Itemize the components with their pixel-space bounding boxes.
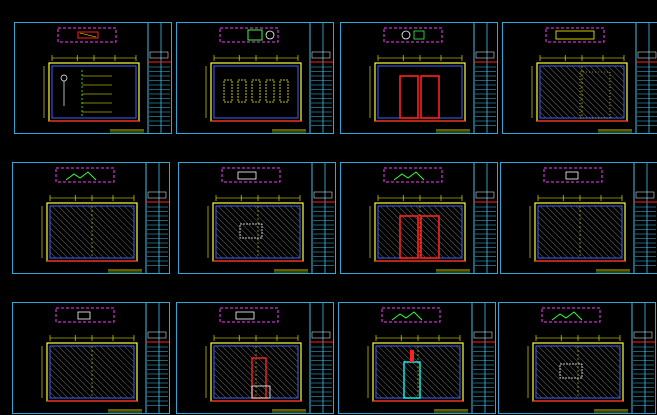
elevation-view [532, 342, 624, 402]
drawing-sheet-3-3 [338, 302, 496, 414]
elevation-view [372, 342, 464, 402]
elevation-view [210, 62, 302, 122]
plan-view [219, 307, 279, 323]
dimension-lines [205, 335, 299, 398]
dimension-lines [43, 55, 137, 118]
plan-view [219, 27, 279, 43]
drawing-sheet-2-1 [12, 162, 170, 274]
plan-view [57, 27, 117, 43]
drawing-sheet-2-4 [500, 162, 657, 274]
sheet-border [176, 302, 334, 414]
elevation-view [374, 202, 466, 262]
plan-view [383, 167, 443, 183]
dimension-lines [369, 55, 463, 118]
plan-view [381, 307, 441, 323]
plan-view [543, 167, 603, 183]
human-figure-icon [60, 74, 68, 82]
wall-hatch [375, 345, 461, 399]
dimension-lines [41, 335, 135, 398]
drawing-sheet-3-4 [498, 302, 656, 414]
sheet-border [12, 162, 170, 274]
dimension-lines [205, 55, 299, 118]
dimension-lines [369, 195, 463, 258]
elevation-view [48, 62, 140, 122]
drawing-sheet-2-2 [178, 162, 336, 274]
sheet-border [12, 302, 170, 414]
sheet-border [498, 302, 656, 414]
dimension-lines [527, 335, 621, 398]
sheet-border [340, 22, 498, 134]
drawing-sheet-3-2 [176, 302, 334, 414]
plan-view [541, 307, 601, 323]
door [399, 215, 419, 259]
wall-hatch [215, 205, 301, 259]
elevation-view [46, 342, 138, 402]
elevation-view [536, 62, 628, 122]
wall-hatch [213, 345, 299, 399]
elevation-view [46, 202, 138, 262]
plan-view [55, 307, 115, 323]
plan-view [55, 167, 115, 183]
wall-hatch [539, 65, 625, 119]
sheet-border [500, 162, 657, 274]
dimension-lines [367, 335, 461, 398]
sheet-border [340, 162, 498, 274]
wall-hatch [537, 205, 623, 259]
plan-view [545, 27, 605, 43]
sheet-border [14, 22, 172, 134]
dimension-lines [531, 55, 625, 118]
drawing-sheet-1-3 [340, 22, 498, 134]
dimension-lines [529, 195, 623, 258]
wall-hatch [535, 345, 621, 399]
dimension-lines [41, 195, 135, 258]
plan-view [383, 27, 443, 43]
door [399, 75, 419, 119]
elevation-view [210, 342, 302, 402]
sheet-border [338, 302, 496, 414]
sheet-border [178, 162, 336, 274]
drawing-sheet-3-1 [12, 302, 170, 414]
dimension-lines [207, 195, 301, 258]
elevation-view [374, 62, 466, 122]
plan-view [221, 167, 281, 183]
drawing-sheet-1-1 [14, 22, 172, 134]
wall-hatch [49, 205, 135, 259]
sheet-border [176, 22, 334, 134]
wall-hatch [377, 205, 463, 259]
wall-hatch [49, 345, 135, 399]
drawing-sheet-1-2 [176, 22, 334, 134]
drawing-sheet-1-4 [502, 22, 657, 134]
elevation-view [534, 202, 626, 262]
drawing-sheet-2-3 [340, 162, 498, 274]
elevation-view [212, 202, 304, 262]
sheet-border [502, 22, 657, 134]
